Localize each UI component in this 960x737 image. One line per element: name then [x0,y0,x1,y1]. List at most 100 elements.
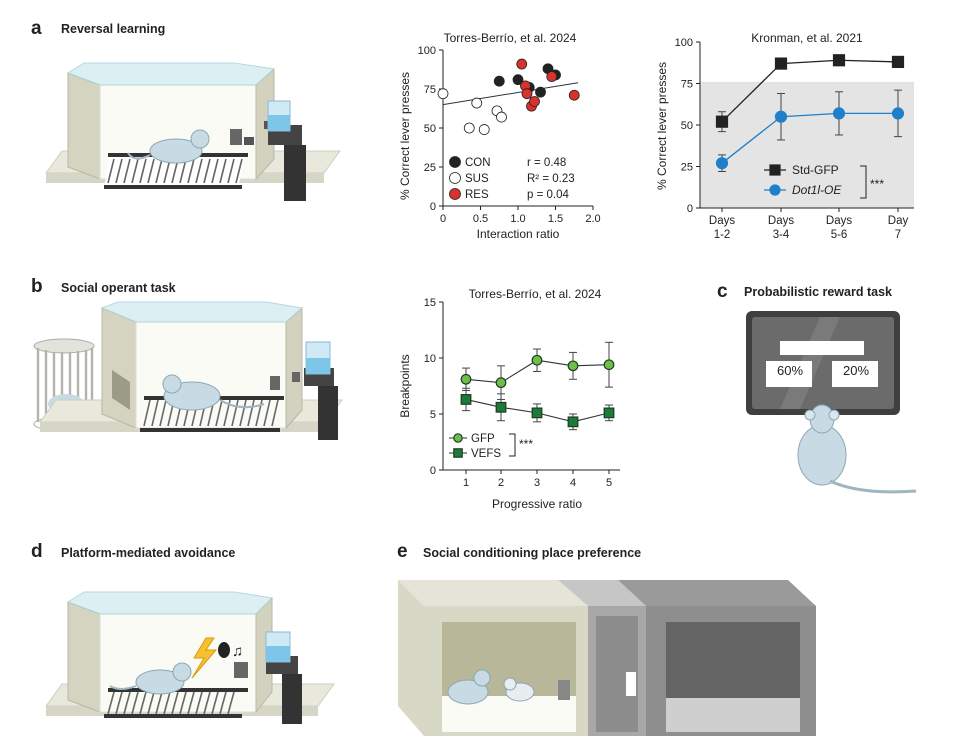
breakpoints-point-vefs [460,394,472,405]
scatter-xtick-label: 1.5 [548,213,563,225]
kronman-xtick-label: 5-6 [831,229,848,241]
panel-d-title: Platform-mediated avoidance [61,546,236,560]
scatter-point-res [516,58,528,70]
scatter-xtick-label: 0 [440,213,446,225]
kronman-ytick-label: 25 [681,162,693,174]
kronman-point-dot1l-oe [832,107,846,120]
scatter-point-sus [496,111,507,123]
breakpoints-point-vefs [495,401,507,413]
kronman-legend-marker-dot1l-oe [769,184,781,196]
scatter-point-sus [478,124,490,135]
breakpoints-point-gfp [603,359,615,371]
scatter-point-res [568,89,580,101]
scatter-ytick-label: 0 [430,201,436,213]
breakpoints-point-gfp [567,360,579,372]
scatter-point-con [493,75,505,87]
kronman-ytick-label: 0 [687,203,693,215]
panel-c-letter: c [717,281,728,302]
scatter-xlabel: Interaction ratio [477,227,560,241]
kronman-ytick-label: 75 [681,79,693,91]
scatter-point-con [535,86,546,98]
kronman-title: Kronman, et al. 2021 [751,31,863,45]
scatter-legend-marker-con [449,156,461,168]
panel-e-letter: e [397,541,408,562]
kronman-point-std-gfp [715,115,729,128]
scatter-ytick-label: 25 [424,162,436,174]
kronman-legend-label-dot1l-oe: Dot1l-OE [792,183,842,197]
breakpoints-significance-stars: *** [519,437,533,451]
scatter-stat-p: p = 0.04 [527,189,569,201]
scatter-trendline [442,82,579,106]
scatter-legend-marker-res [449,188,461,200]
panel-c-title: Probabilistic reward task [744,285,892,299]
panel-a-letter: a [31,18,42,39]
breakpoints-point-vefs [531,407,543,419]
kronman-xtick-label: Days [709,215,735,227]
kronman-point-std-gfp [774,57,788,70]
scatter-legend-marker-sus [449,172,461,184]
scatter-ytick-label: 75 [424,84,436,96]
reward-option-right: 20% [842,363,870,378]
scatter-point-sus [437,88,449,100]
breakpoints-xtick-label: 2 [498,477,504,489]
breakpoints-point-gfp [531,354,543,366]
kronman-xtick-label: Day [888,215,909,227]
kronman-significance-bracket [860,165,867,199]
breakpoints-point-gfp [460,373,472,385]
kronman-point-std-gfp [832,54,846,67]
scatter-legend-label-sus: SUS [465,173,489,185]
breakpoints-point-gfp [495,377,507,389]
scatter-ytick-label: 50 [424,123,436,135]
breakpoints-xtick-label: 3 [534,477,540,489]
kronman-series-line-dot1l-oe [721,112,898,164]
panel-e-title: Social conditioning place preference [423,546,642,560]
scatter-point-con [512,74,524,86]
breakpoints-ytick-label: 10 [424,353,436,365]
kronman-legend-marker-std-gfp [769,164,781,176]
scatter-point-res [521,88,533,100]
kronman-shaded-band [700,81,914,208]
kronman-ylabel: % Correct lever presses [655,62,669,190]
probabilistic-task-illustration [746,311,917,494]
kronman-point-dot1l-oe [891,107,905,120]
scatter-legend-label-res: RES [465,189,489,201]
breakpoints-xlabel: Progressive ratio [492,497,582,511]
kronman-point-dot1l-oe [774,110,788,123]
breakpoints-legend-label-vefs: VEFS [471,448,501,460]
kronman-series-line-std-gfp [721,59,899,123]
breakpoints-xtick-label: 4 [570,477,576,489]
kronman-xtick-label: Days [768,215,794,227]
scatter-title: Torres-Berrío, et al. 2024 [444,31,577,45]
breakpoints-ytick-label: 0 [430,465,436,477]
scatter-point-res [546,71,558,82]
reward-option-left: 60% [776,363,804,378]
breakpoints-legend-marker-gfp [453,433,463,443]
panel-a-title: Reversal learning [61,22,166,36]
panel-b-letter: b [31,276,43,297]
panel-d-letter: d [31,541,43,562]
breakpoints-xtick-label: 1 [463,477,469,489]
breakpoints-significance-bracket [509,433,516,457]
breakpoints-legend-label-gfp: GFP [471,433,495,445]
scatter-point-res [529,96,540,107]
kronman-xtick-label: 1-2 [714,229,731,241]
kronman-ytick-label: 50 [681,120,693,132]
scatter-legend-label-con: CON [465,157,491,169]
scatter-xtick-label: 1.0 [510,213,525,225]
scatter-xtick-label: 2.0 [585,213,600,225]
breakpoints-title: Torres-Berrío, et al. 2024 [469,287,602,301]
breakpoints-legend-marker-vefs [453,448,463,458]
scatter-stat-r: r = 0.48 [527,157,566,169]
operant-box-illustration-a [45,62,341,201]
panel-b-title: Social operant task [61,281,176,295]
place-preference-illustration [398,580,816,736]
breakpoints-ytick-label: 15 [424,297,436,309]
breakpoints-point-vefs [567,416,579,428]
breakpoints-xtick-label: 5 [606,477,612,489]
kronman-point-dot1l-oe [715,157,729,170]
kronman-significance-stars: *** [870,177,884,191]
scatter-ylabel: % Correct lever presses [398,72,412,200]
